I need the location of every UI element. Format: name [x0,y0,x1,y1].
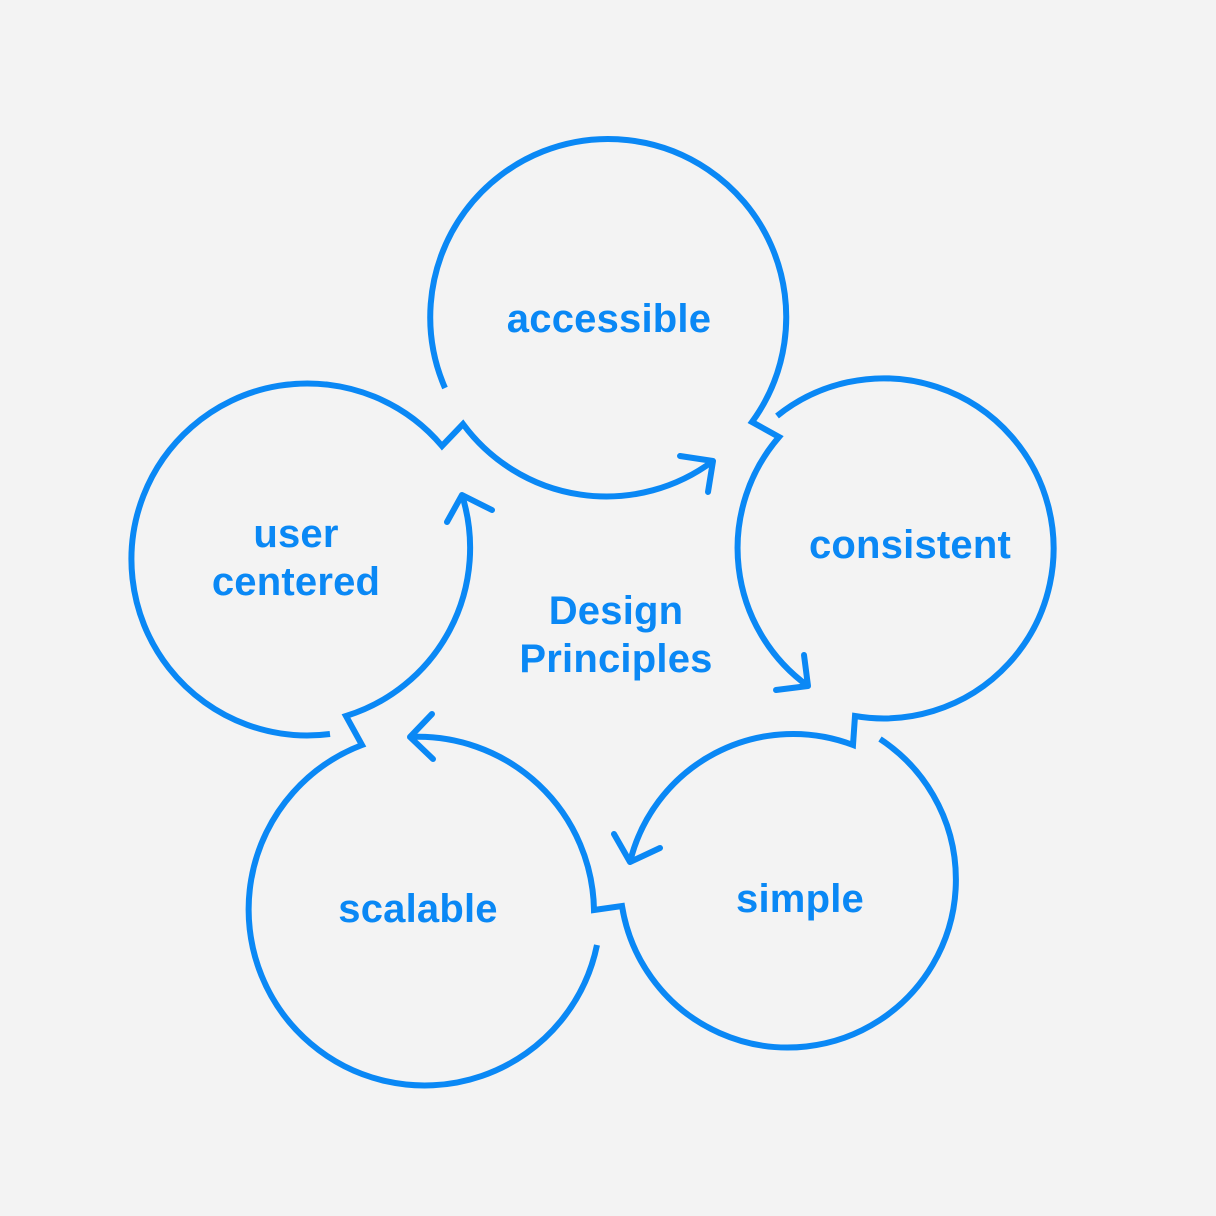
node-label: accessible [506,297,712,341]
arrow-head-icon [407,711,436,762]
title-line-2: Principles [519,637,713,681]
arrow-head-icon [773,652,811,693]
cycle-segment-simple-to-scalable [407,711,959,1051]
node-consistent: consistent [809,521,1011,569]
center-title: Design Principles [519,587,712,683]
consistent-circle-outline [627,375,1057,863]
node-user-centered: user centered [212,510,380,606]
cycle-segment-scalable-to-user-centered [245,492,600,1089]
cycle-segment-user-centered-to-accessible [128,380,716,739]
node-simple: simple [736,875,864,923]
arrow-head-icon [444,492,495,525]
node-label-line-1: user [253,512,339,556]
arrow-head-icon [611,831,663,865]
arrow-head-icon [677,453,716,495]
cycle-segment-consistent-to-simple [611,375,1057,865]
node-label-line-2: centered [211,560,381,604]
title-line-1: Design [548,589,684,633]
scalable-circle-outline [245,494,600,1089]
user-centered-circle-outline [128,380,715,739]
simple-circle-outline [409,733,959,1051]
node-label: simple [736,877,864,921]
node-scalable: scalable [338,885,498,933]
cycle-segment-accessible-to-consistent [427,136,811,693]
node-accessible: accessible [507,295,711,343]
node-label: consistent [808,523,1012,567]
node-label: scalable [338,887,498,931]
accessible-circle-outline [427,136,810,689]
